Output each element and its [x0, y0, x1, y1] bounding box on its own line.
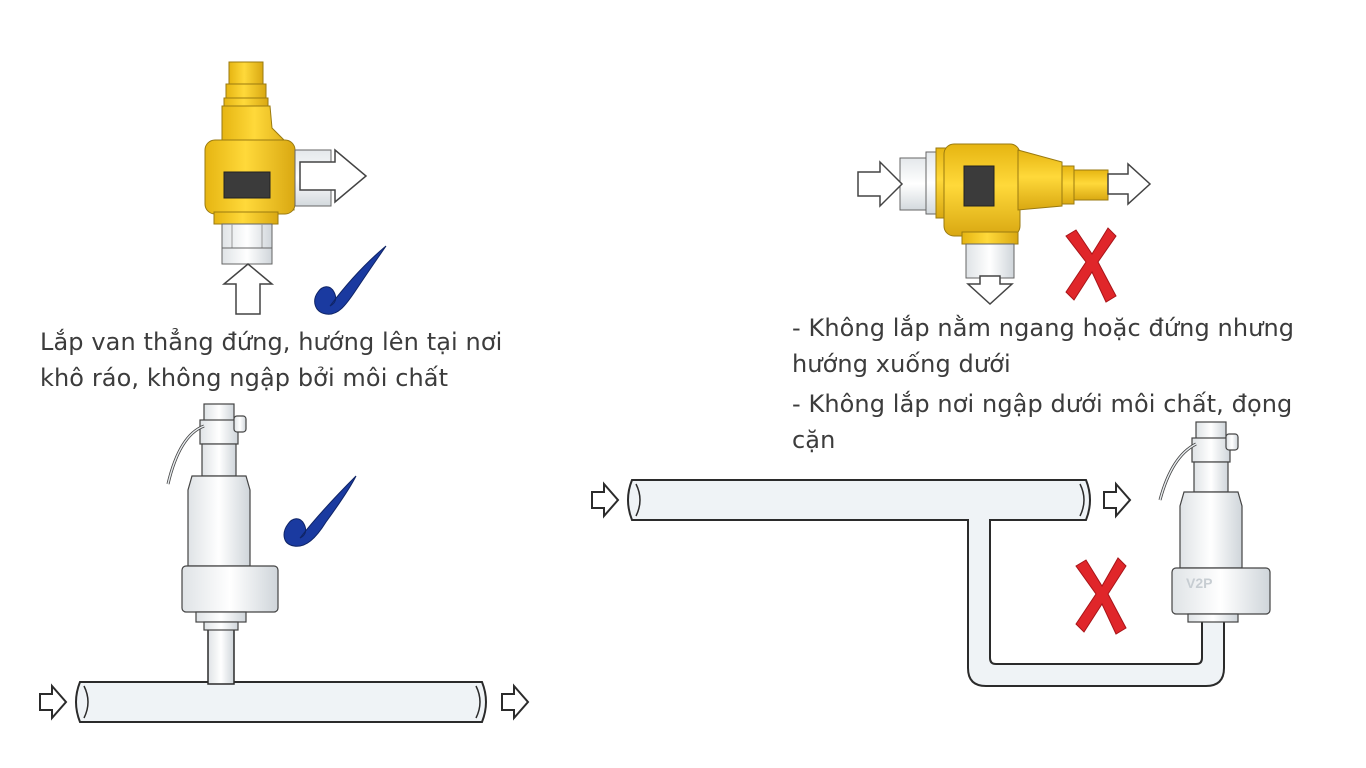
caption-incorrect: - Không lắp nằm ngang hoặc đứng nhưng hư…: [792, 310, 1352, 458]
caption-correct: Lắp van thẳng đứng, hướng lên tại nơi kh…: [40, 324, 560, 396]
caption-line: - Không lắp nơi ngập dưới môi chất, đọng: [792, 390, 1293, 418]
checkmark-icon: [314, 245, 387, 315]
caption-line: cặn: [792, 426, 836, 454]
caption-line: hướng xuống dưới: [792, 350, 1011, 378]
caption-line: khô ráo, không ngập bởi môi chất: [40, 364, 449, 392]
flow-arrow-out-pipe: [501, 683, 530, 721]
flow-arrow-in-pipe: [39, 683, 68, 721]
flow-arrow-out: [299, 148, 368, 204]
flow-arrow-in-pipe-right: [591, 481, 620, 519]
caption-line: - Không lắp nằm ngang hoặc đứng nhưng: [792, 314, 1295, 342]
pipe-left: [75, 681, 487, 723]
valve-marking: V2P: [1186, 575, 1212, 591]
flow-arrow-in-right: [857, 160, 904, 208]
valve-vertical-up: [204, 61, 332, 265]
cross-icon: [1065, 227, 1117, 303]
flow-arrow-out-right: [1107, 162, 1152, 206]
valve-horizontal: [899, 143, 1109, 279]
cross-icon: [1075, 557, 1127, 635]
caption-line: Lắp van thẳng đứng, hướng lên tại nơi: [40, 328, 503, 356]
flow-arrow-down: [966, 275, 1014, 306]
riser-pipe: [207, 625, 235, 685]
checkmark-icon: [283, 475, 357, 547]
safety-valve-left: [166, 403, 279, 631]
flow-arrow-in: [221, 263, 275, 315]
safety-valve-right: V2P: [1158, 421, 1271, 623]
flow-arrow-out-pipe-right: [1103, 481, 1132, 519]
pipe-right: [627, 479, 1225, 687]
